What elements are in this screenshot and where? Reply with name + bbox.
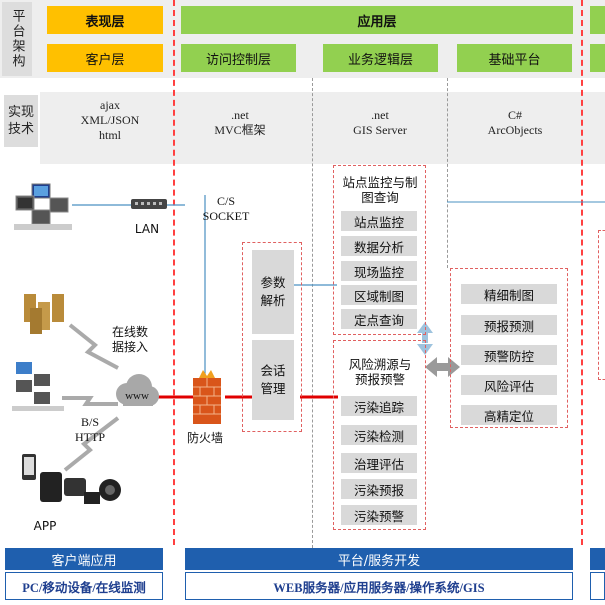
site-monitoring-item: 站点监控 xyxy=(341,211,417,231)
app-label: APP xyxy=(33,519,57,533)
lightning-bottom xyxy=(63,416,120,472)
firewall-icon xyxy=(189,370,225,425)
pollution-forecast-item: 污染预报 xyxy=(341,479,417,499)
right-partial-box xyxy=(598,230,605,380)
www-cloud-icon xyxy=(113,372,161,412)
application-layer-header: 应用层 xyxy=(181,6,573,34)
access-control-box xyxy=(242,242,302,432)
business-logic-layer-header: 业务逻辑层 xyxy=(323,44,438,72)
mobile-devices-icon xyxy=(20,452,124,510)
separator-access-business xyxy=(312,78,313,548)
param-parsing-block: 参数解析 xyxy=(252,250,294,334)
separator-right xyxy=(581,0,583,545)
server-cluster-icon xyxy=(22,292,68,338)
right-edge-blue-sub xyxy=(590,572,605,600)
pollution-detection-item: 污染检测 xyxy=(341,425,417,445)
lan-switch-icon xyxy=(131,196,167,210)
fixed-point-query-item: 定点查询 xyxy=(341,309,417,329)
risk-assessment-item: 风险评估 xyxy=(461,375,557,395)
desktop-cluster-icon xyxy=(12,360,64,412)
client-layer-header: 客户层 xyxy=(47,44,163,72)
double-arrow-horizontal xyxy=(425,357,460,377)
online-access-label: 在线数据接入 xyxy=(111,325,148,354)
base-platform-box xyxy=(450,268,568,428)
platform-dev-bar: 平台/服务开发 xyxy=(185,548,573,570)
computer-cluster-icon xyxy=(14,180,72,235)
site-monitoring-title: 站点监控与制图查询 xyxy=(342,175,418,205)
lightning-top xyxy=(68,323,119,370)
right-edge-green-block-2 xyxy=(590,44,605,72)
tech-base: C#ArcObjects xyxy=(487,108,543,137)
platform-dev-subtitle: WEB服务器/应用服务器/操作系统/GIS xyxy=(185,572,573,600)
field-monitoring-item: 现场监控 xyxy=(341,261,417,281)
risk-tracing-box xyxy=(333,340,426,530)
regional-mapping-item: 区域制图 xyxy=(341,285,417,305)
firewall-label: 防火墙 xyxy=(186,431,223,445)
right-edge-green-block xyxy=(590,6,605,34)
forecast-prediction-item: 预报预测 xyxy=(461,315,557,335)
warning-prevention-item: 预警防控 xyxy=(461,345,557,365)
presentation-layer-header: 表现层 xyxy=(47,6,163,34)
fine-mapping-item: 精细制图 xyxy=(461,284,557,304)
lan-label: LAN xyxy=(134,222,160,236)
high-precision-positioning-item: 高精定位 xyxy=(461,405,557,425)
pollution-warning-item: 污染预警 xyxy=(341,505,417,525)
right-edge-blue-bar xyxy=(590,548,605,570)
treatment-evaluation-item: 治理评估 xyxy=(341,453,417,473)
www-label: www xyxy=(125,390,149,402)
separator-client-app xyxy=(173,0,175,545)
base-platform-header: 基础平台 xyxy=(457,44,572,72)
pollution-tracking-item: 污染追踪 xyxy=(341,396,417,416)
tech-band-bg xyxy=(40,92,605,164)
lightning-mid xyxy=(62,396,118,406)
platform-architecture-label: 平台架构 xyxy=(2,2,32,76)
data-analysis-item: 数据分析 xyxy=(341,236,417,256)
session-management-block: 会话管理 xyxy=(252,340,294,420)
separator-business-base xyxy=(447,78,448,268)
implementation-tech-label: 实现技术 xyxy=(4,95,38,147)
client-app-bar: 客户端应用 xyxy=(5,548,163,570)
client-app-subtitle: PC/移动设备/在线监测 xyxy=(5,572,163,600)
site-monitoring-box xyxy=(333,165,426,335)
access-control-layer-header: 访问控制层 xyxy=(181,44,296,72)
risk-tracing-title: 风险溯源与预报预警 xyxy=(348,357,412,387)
